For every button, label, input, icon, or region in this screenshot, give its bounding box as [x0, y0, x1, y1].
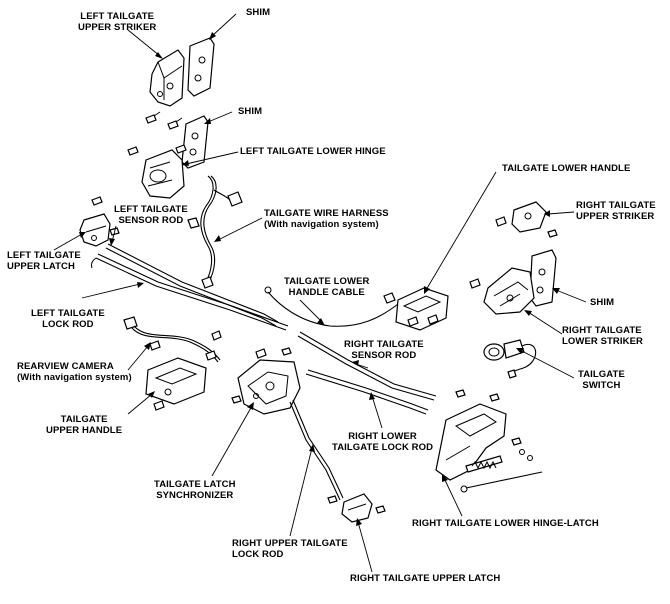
- right-lower-striker-part: [469, 267, 535, 315]
- left-lower-hinge-part: [127, 144, 187, 199]
- rearview-camera-part: [123, 316, 222, 363]
- tailgate-lower-handle-part: [395, 287, 449, 331]
- wire-harness-part: [187, 175, 243, 289]
- label-tailgate-wire-harness: TAILGATE WIRE HARNESS (With navigation s…: [264, 208, 389, 230]
- label-right-tailgate-upper-striker: RIGHT TAILGATE UPPER STRIKER: [576, 200, 656, 222]
- label-tailgate-lower-handle: TAILGATE LOWER HANDLE: [502, 163, 631, 174]
- label-rearview-camera: REARVIEW CAMERA (With navigation system): [17, 361, 132, 383]
- label-tailgate-switch: TAILGATE SWITCH: [578, 369, 625, 391]
- label-right-tailgate-sensor-rod: RIGHT TAILGATE SENSOR ROD: [344, 339, 424, 361]
- tailgate-upper-handle-part: [145, 357, 207, 411]
- tailgate-switch-part: [483, 339, 537, 379]
- label-left-tailgate-lock-rod: LEFT TAILGATE LOCK ROD: [31, 308, 105, 330]
- label-shim-middle: SHIM: [238, 106, 263, 117]
- label-left-tailgate-lower-hinge: LEFT TAILGATE LOWER HINGE: [240, 146, 386, 157]
- label-right-upper-tailgate-lock-rod: RIGHT UPPER TAILGATE LOCK ROD: [232, 538, 348, 560]
- label-right-tailgate-lower-striker: RIGHT TAILGATE LOWER STRIKER: [562, 325, 643, 347]
- label-tailgate-latch-synchronizer: TAILGATE LATCH SYNCHRONIZER: [154, 479, 236, 501]
- label-left-tailgate-sensor-rod: LEFT TAILGATE SENSOR ROD: [114, 204, 188, 226]
- latch-synchronizer-part: [231, 347, 301, 415]
- label-tailgate-upper-handle: TAILGATE UPPER HANDLE: [46, 414, 123, 436]
- label-shim-right: SHIM: [590, 297, 615, 308]
- right-sensor-rod-part: [297, 331, 437, 401]
- right-lower-lock-rod-part: [305, 369, 429, 415]
- label-right-tailgate-upper-latch: RIGHT TAILGATE UPPER LATCH: [350, 573, 501, 584]
- label-shim-upper: SHIM: [246, 7, 271, 18]
- lower-handle-cable-part: [264, 286, 399, 327]
- right-upper-striker-part: [495, 201, 558, 238]
- right-upper-latch-part: [327, 493, 386, 523]
- right-lower-hinge-latch-part: [435, 389, 543, 493]
- left-lock-rod-part: [91, 253, 289, 331]
- bolts-upper-striker: [145, 111, 183, 130]
- label-left-tailgate-upper-latch: LEFT TAILGATE UPPER LATCH: [7, 250, 81, 272]
- right-upper-lock-rod-part: [289, 399, 344, 501]
- shim-upper-part: [187, 37, 215, 97]
- label-right-tailgate-lower-hinge-latch: RIGHT TAILGATE LOWER HINGE-LATCH: [412, 518, 599, 529]
- leader-lines: [53, 13, 587, 573]
- label-tailgate-lower-handle-cable: TAILGATE LOWER HANDLE CABLE: [284, 276, 370, 298]
- label-right-lower-tailgate-lock-rod: RIGHT LOWER TAILGATE LOCK ROD: [332, 431, 434, 453]
- label-left-tailgate-upper-striker: LEFT TAILGATE UPPER STRIKER: [78, 11, 157, 33]
- left-upper-striker-part: [149, 49, 185, 107]
